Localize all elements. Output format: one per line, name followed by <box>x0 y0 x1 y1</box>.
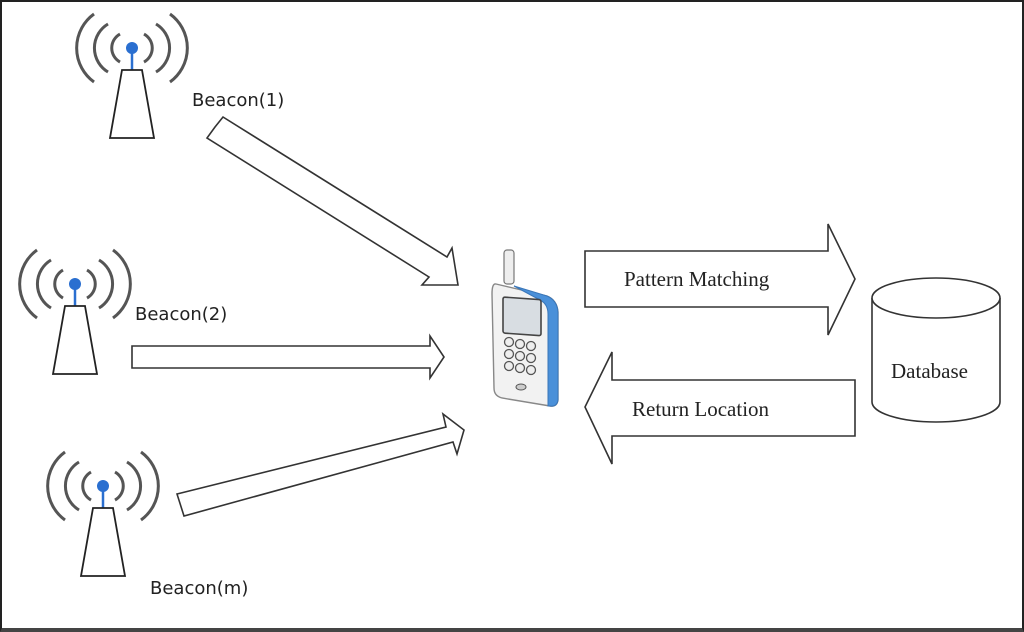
beacon-1-arrow <box>205 115 459 286</box>
pattern-matching-arrow: Pattern Matching <box>584 223 856 336</box>
beacon-2: Beacon(2) <box>18 248 227 376</box>
antenna-tower-icon <box>75 12 189 140</box>
antenna-tower-icon <box>46 450 160 578</box>
beacon-m-label: Beacon(m) <box>150 578 248 599</box>
database-label: Database <box>891 359 968 383</box>
mobile-phone-icon <box>491 249 559 407</box>
beacon-2-arrow <box>131 333 445 381</box>
beacon-1-label: Beacon(1) <box>192 90 284 111</box>
beacon-2-label: Beacon(2) <box>135 304 227 325</box>
return-location-arrow: Return Location <box>584 351 856 465</box>
antenna-tower-icon <box>18 248 132 376</box>
beacon-m: Beacon(m) <box>46 450 248 599</box>
return-location-label: Return Location <box>632 397 770 421</box>
beacon-m-arrow <box>175 412 465 517</box>
pattern-matching-label: Pattern Matching <box>624 267 770 291</box>
beacon-1: Beacon(1) <box>75 12 284 140</box>
database-icon: Database <box>871 277 1001 423</box>
